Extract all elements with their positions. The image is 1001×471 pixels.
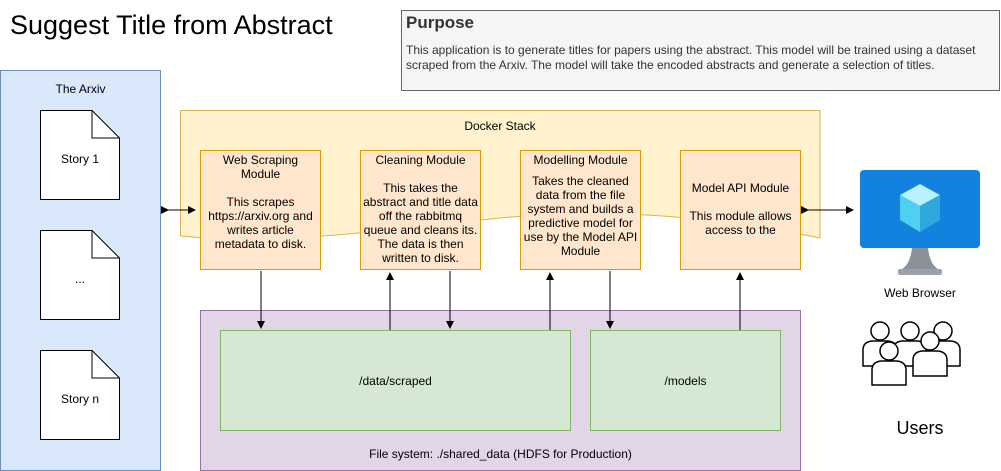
document-icon: [40, 230, 120, 320]
module-description: This scrapes https://arxiv.org and write…: [208, 195, 313, 251]
document-label-ellipsis: ...: [74, 272, 85, 286]
web-browser-label: Web Browser: [884, 286, 956, 300]
web-scraping-module: Web Scraping Module This scrapes https:/…: [200, 150, 321, 270]
store-label: /data/scraped: [359, 373, 432, 388]
document-label-story-n: Story n: [60, 392, 99, 406]
modelling-module: Modelling Module Takes the cleaned data …: [520, 150, 641, 270]
purpose-text: This application is to generate titles f…: [406, 43, 976, 72]
model-api-module: Model API Module This module allows acce…: [680, 150, 801, 270]
users-label: Users: [896, 418, 944, 438]
users-group-icon: [862, 321, 961, 386]
shared-filesystem-label: File system: ./shared_data (HDFS for Pro…: [369, 447, 632, 461]
cleaning-module: Cleaning Module This takes the abstract …: [360, 150, 481, 270]
arxiv-label: The Arxiv: [55, 82, 106, 96]
page-title: Suggest Title from Abstract: [10, 10, 333, 40]
store-label: /models: [664, 373, 707, 388]
purpose-note: Purpose This application is to generate …: [401, 10, 1000, 91]
azure-cube-monitor-icon: [860, 170, 980, 275]
module-title: Web Scraping Module: [222, 153, 299, 181]
document-icon: [40, 350, 120, 440]
module-description: This takes the abstract and title data o…: [363, 181, 478, 265]
docker-stack-label: Docker Stack: [464, 119, 536, 133]
module-title: Cleaning Module: [375, 153, 466, 167]
module-title: Modelling Module: [533, 153, 628, 167]
document-icon: [40, 110, 120, 200]
purpose-heading: Purpose: [406, 13, 475, 32]
models-store: /models: [590, 330, 781, 431]
module-description: This module allows access to the: [689, 209, 792, 237]
document-label-story-1: Story 1: [60, 152, 99, 166]
module-title: Model API Module: [691, 181, 790, 195]
scraped-data-store: /data/scraped: [220, 330, 571, 431]
module-description: Takes the cleaned data from the file sys…: [523, 174, 638, 258]
